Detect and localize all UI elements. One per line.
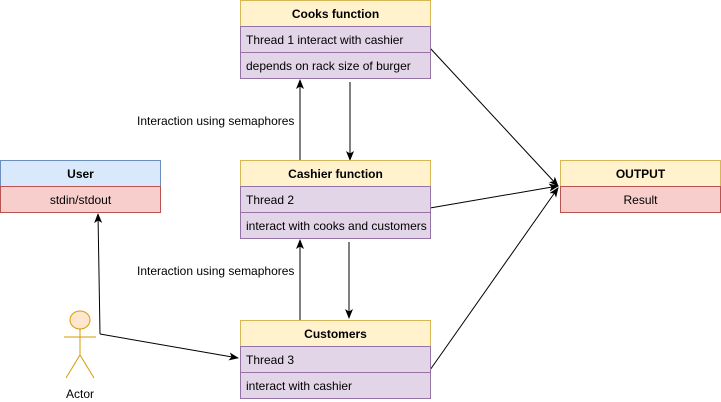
- actor-label: Actor: [66, 387, 94, 401]
- user-row: [0, 186, 161, 213]
- edge-actor-to-customers: [99, 333, 239, 361]
- cooks-function-row-text: Thread 1 interact with cashier: [246, 33, 403, 47]
- output-row: [560, 186, 721, 213]
- output-title: OUTPUT: [616, 167, 666, 181]
- actor-head-icon: [69, 310, 91, 330]
- customers-header: [240, 320, 431, 347]
- customers-row: [240, 372, 431, 399]
- cooks-function-title: Cooks function: [292, 7, 379, 21]
- edge-cooks-to-output: [429, 47, 559, 187]
- output-box[interactable]: OUTPUT Result: [560, 160, 721, 213]
- output-row-text: Result: [623, 193, 658, 207]
- customers-box[interactable]: Customers Thread 3 interact with cashier: [240, 320, 431, 399]
- edge-actor-to-user: [94, 213, 103, 335]
- cashier-function-row: [240, 212, 431, 239]
- cooks-function-box[interactable]: Cooks function Thread 1 interact with ca…: [240, 0, 431, 79]
- customers-row: [240, 346, 431, 373]
- customers-row-text: interact with cashier: [246, 379, 352, 393]
- edges: [94, 47, 559, 371]
- edge-cashier-to-output: [429, 183, 559, 209]
- actor-left-leg-icon: [65, 354, 81, 379]
- edge-customers-to-output: [429, 187, 559, 371]
- user-box[interactable]: User stdin/stdout: [0, 160, 161, 213]
- cashier-function-row-text: Thread 2: [246, 193, 294, 207]
- customers-row-text: Thread 3: [246, 353, 294, 367]
- cooks-function-row-text: depends on rack size of burger: [246, 59, 411, 73]
- actor-right-leg-icon: [79, 354, 95, 379]
- user-title: User: [67, 167, 94, 181]
- customers-title: Customers: [304, 327, 367, 341]
- cashier-function-box[interactable]: Cashier function Thread 2 interact with …: [240, 160, 431, 239]
- actor-figure[interactable]: Actor: [64, 310, 96, 401]
- edge-label-cooks-cashier: Interaction using semaphores: [137, 114, 294, 128]
- user-row-text: stdin/stdout: [50, 193, 112, 207]
- cooks-function-header: [240, 0, 431, 27]
- cashier-function-title: Cashier function: [288, 167, 383, 181]
- edge-label-cashier-customers: Interaction using semaphores: [137, 264, 294, 278]
- cashier-function-row-text: interact with cooks and customers: [246, 219, 427, 233]
- cooks-function-row: [240, 52, 431, 79]
